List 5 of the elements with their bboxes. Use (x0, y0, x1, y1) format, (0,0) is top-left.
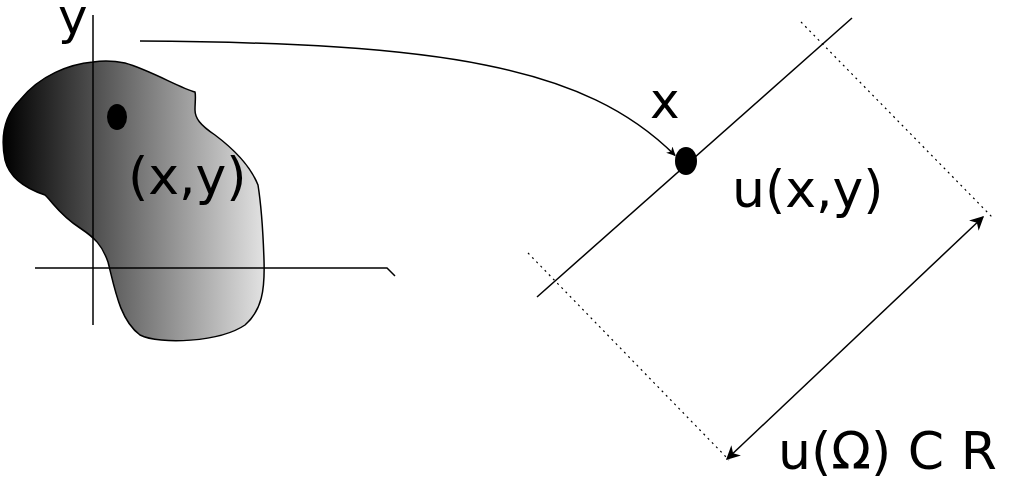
math-label: u(Ω) C R (778, 425, 997, 477)
math-label: x (650, 76, 680, 126)
math-label: y (58, 0, 88, 42)
curved-arrow (139, 40, 676, 157)
point-marker (675, 147, 697, 175)
